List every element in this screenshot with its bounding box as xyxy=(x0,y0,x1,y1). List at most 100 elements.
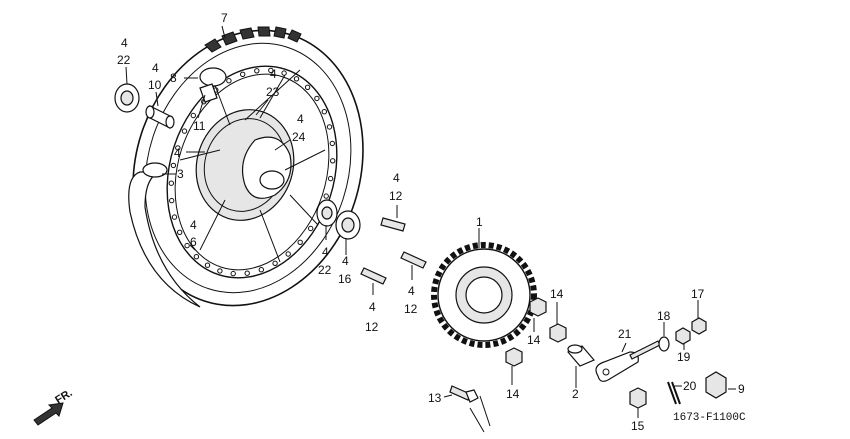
leader-lines xyxy=(125,25,736,418)
rim-hole xyxy=(254,68,260,74)
callout: 18 xyxy=(657,309,671,323)
rim-band xyxy=(128,171,201,308)
rim-hole xyxy=(217,268,223,274)
callout: 12 xyxy=(389,189,403,203)
callout: 4 xyxy=(152,61,159,75)
dust-seal xyxy=(335,210,361,240)
callout: 4 xyxy=(342,254,349,268)
rim xyxy=(166,65,338,279)
rim-hole xyxy=(308,225,314,232)
chain-adjuster xyxy=(595,340,661,382)
callout: 3 xyxy=(177,167,184,181)
axle-nut xyxy=(705,371,727,399)
sprocket-nuts xyxy=(505,297,567,367)
callout: 4 xyxy=(121,36,128,50)
callout: 13 xyxy=(428,391,442,405)
callout-labels: 4 22 4 10 7 8 4 23 11 4 24 4 3 4 6 4 22 … xyxy=(117,11,745,433)
driven-sprocket xyxy=(431,242,537,348)
rim-band-end xyxy=(142,162,168,178)
rim-hole xyxy=(168,180,175,186)
callout: 6 xyxy=(190,235,197,249)
rim-hole xyxy=(281,70,287,76)
callout: 4 xyxy=(393,171,400,185)
rim-hole xyxy=(327,175,334,182)
rim-hole xyxy=(304,84,311,91)
rim-hole xyxy=(170,162,177,169)
diagram-code: 1673-F1100C xyxy=(673,412,746,424)
callout: 23 xyxy=(266,85,280,99)
callout: 16 xyxy=(338,272,352,286)
callout: 17 xyxy=(691,287,705,301)
rim-hole xyxy=(321,109,327,115)
rim-hole xyxy=(297,239,303,246)
washer-18 xyxy=(658,336,670,352)
rim-hole xyxy=(193,254,200,260)
rear-wheel-assembly xyxy=(132,26,364,307)
studs xyxy=(360,217,427,285)
callout: 4 xyxy=(174,146,181,160)
rim-inner xyxy=(174,73,330,271)
rim-hole xyxy=(169,197,175,204)
callout: 4 xyxy=(270,67,277,81)
axle-collar xyxy=(567,344,595,367)
callout: 14 xyxy=(550,287,564,301)
rim-hole xyxy=(204,262,211,268)
callout: 21 xyxy=(618,327,632,341)
rim-hole xyxy=(171,214,178,220)
callout: 10 xyxy=(148,78,162,92)
callout: 11 xyxy=(193,119,206,133)
rim-hole xyxy=(314,95,320,102)
callout: 9 xyxy=(738,382,745,396)
tire-tread-pattern xyxy=(204,26,302,53)
rim-hole xyxy=(244,270,250,276)
rim-hole xyxy=(330,158,336,164)
rim-hole xyxy=(258,267,264,273)
spokes xyxy=(179,69,326,263)
valve-cap xyxy=(199,67,227,87)
rim-hole xyxy=(285,251,291,257)
callout: 22 xyxy=(117,53,131,67)
tire-tread-edge xyxy=(144,42,352,294)
callout: 14 xyxy=(527,333,541,347)
callout: 4 xyxy=(369,300,376,314)
rim-hole xyxy=(181,128,188,134)
rim-hole xyxy=(326,124,333,130)
rim-hole xyxy=(293,76,300,82)
callout: 24 xyxy=(292,130,306,144)
nut-15 xyxy=(629,387,647,409)
nut-17 xyxy=(691,317,707,335)
front-direction-arrow xyxy=(33,402,64,426)
callout: 12 xyxy=(404,302,418,316)
callout: 20 xyxy=(683,379,697,393)
callout: 22 xyxy=(318,263,332,277)
rim-hole xyxy=(177,229,183,236)
callout: 19 xyxy=(677,350,691,364)
nut-19 xyxy=(675,327,691,345)
rim-hole xyxy=(184,242,190,249)
rim-hole xyxy=(240,71,246,78)
rim-hole xyxy=(329,140,335,147)
bolt-13 xyxy=(449,385,491,433)
cotter-pin xyxy=(667,381,681,405)
bearing-left xyxy=(114,83,140,113)
callout: 15 xyxy=(631,419,645,433)
rim-hole xyxy=(230,270,236,277)
rim-hole xyxy=(268,67,274,74)
rim-hole xyxy=(272,260,278,266)
rim-hole xyxy=(190,112,197,119)
callout: 7 xyxy=(221,11,228,25)
callout: 12 xyxy=(365,320,379,334)
callout: 4 xyxy=(297,112,304,126)
rim-hole xyxy=(323,193,329,199)
callout: 4 xyxy=(190,218,197,232)
hub-axle-hole xyxy=(259,170,285,190)
callout: 8 xyxy=(170,71,177,85)
callout: 2 xyxy=(572,387,579,401)
callout: 14 xyxy=(506,387,520,401)
bearing-right xyxy=(316,199,338,227)
callout: 1 xyxy=(476,215,483,229)
callout: 4 xyxy=(408,284,415,298)
rim-hole xyxy=(226,78,232,84)
